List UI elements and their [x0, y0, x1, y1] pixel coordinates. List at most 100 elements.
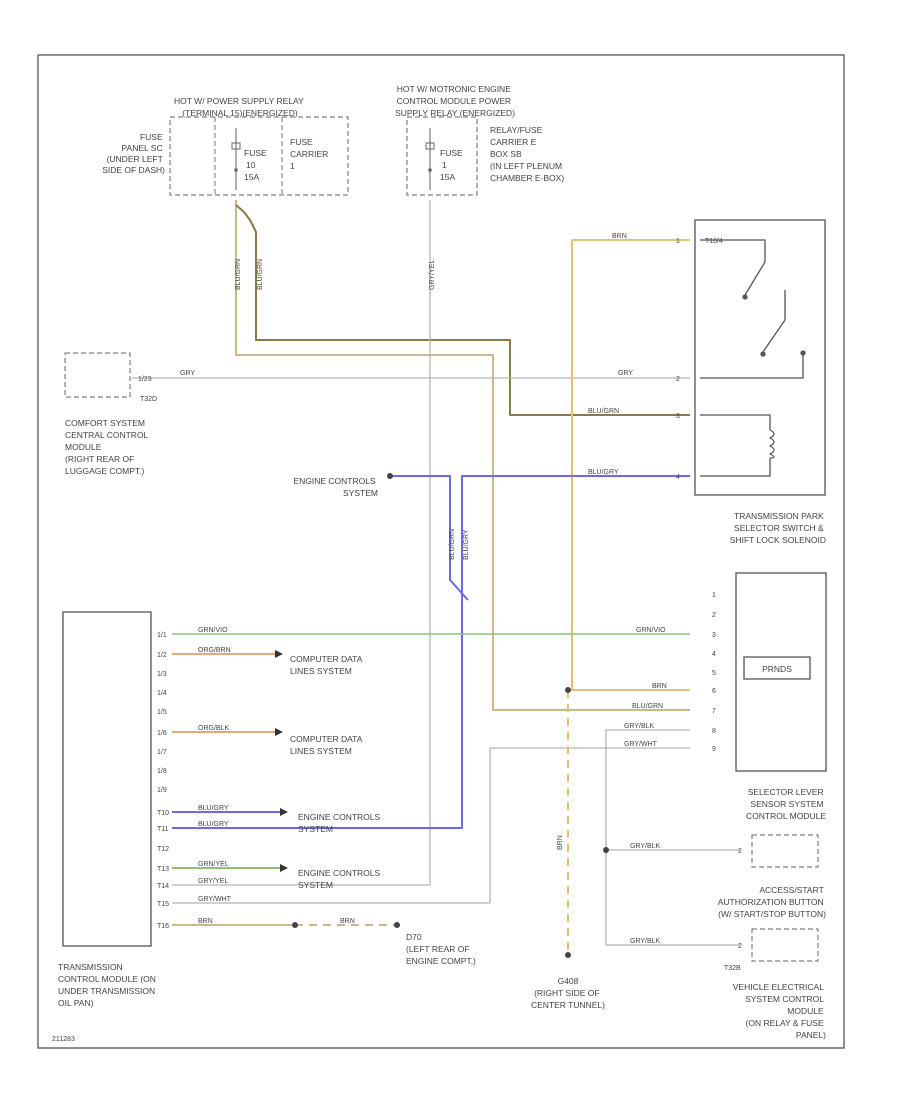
wl-tcm13: GRN/YEL — [198, 861, 229, 868]
wl-sel-blugrn: BLU/GRN — [632, 703, 663, 710]
wl-comfort-left: GRY — [180, 370, 195, 377]
comp1-line-1: COMPUTER DATA — [290, 654, 363, 664]
svg-text:ENGINE CONTROLS SYSTEM: ENGINE CONTROLS SYSTEM — [298, 812, 383, 834]
tps-label-3: SHIFT LOCK SOLENOID — [730, 535, 826, 545]
svg-text:COMPUTER DATA LINES SYST: COMPUTER DATA LINES SYSTEM — [290, 734, 364, 756]
sel-box — [735, 572, 827, 772]
wire-gry-yel-vertical — [172, 200, 431, 886]
svg-text:TRANSMISSION CONTROL MOD: TRANSMISSION CONTROL MODULE (ON UNDER TR… — [58, 962, 158, 1008]
svg-text:HOT W/ POWER SUPPLY RELAY: HOT W/ POWER SUPPLY RELAY (TERMINAL 15)(… — [174, 96, 306, 118]
fuse-carrier-line-2: CARRIER — [290, 149, 328, 159]
button-pin: 2 — [738, 848, 742, 855]
wire-labels: BLU/GRN BLU/GRN GRY/YEL GRY GRY BRN BLU/… — [180, 233, 667, 945]
svg-text:SELECTOR LEVER SENSOR SY: SELECTOR LEVER SENSOR SYSTEM CONTROL MOD… — [746, 787, 826, 821]
tcm-label-1: TRANSMISSION — [58, 962, 123, 972]
ground2-label-2: CENTER TUNNEL) — [531, 1000, 605, 1010]
svg-text:ENGINE CONTROLS SYSTEM: ENGINE CONTROLS SYSTEM — [298, 868, 383, 890]
fuse1-line-2: 10 — [246, 160, 256, 170]
wire-tan-1 — [235, 200, 690, 711]
diagram-frame — [37, 54, 845, 1049]
tps-switch-symbol — [700, 239, 806, 477]
wl-vec: GRY/BLK — [630, 938, 661, 945]
eng2-line-2: SYSTEM — [298, 880, 333, 890]
tcm-label-2: CONTROL MODULE (ON — [58, 974, 156, 984]
relay-carrier-line-3: BOX SB — [490, 149, 522, 159]
ground-d70: D70 (LEFT REAR OF ENGINE COMPT.) — [292, 922, 476, 966]
ground2-label-1: (RIGHT SIDE OF — [534, 988, 600, 998]
button-box — [751, 834, 819, 868]
tps-pin-4: 4 — [676, 474, 680, 481]
wl-sel-gryblk: GRY/BLK — [624, 723, 655, 730]
engine-top-line-2: SYSTEM — [343, 488, 378, 498]
selector-lever-module: PRNDS 1 2 3 4 5 6 7 8 9 SELECTOR LEVER S… — [712, 572, 827, 821]
arrow-eng1 — [280, 808, 288, 816]
relay1-header-line-1: HOT W/ POWER SUPPLY RELAY — [174, 96, 304, 106]
svg-text:ACCESS/START AUTHORIZATI: ACCESS/START AUTHORIZATION BUTTON (W/ ST… — [718, 885, 826, 919]
tcm-pin-6: 1/6 — [157, 730, 167, 737]
relay2-header-line-3: SUPPLY RELAY (ENERGIZED) — [395, 108, 515, 118]
tps-pins: 1 2 3 4 — [676, 238, 680, 481]
ground1-label-2: ENGINE COMPT.) — [406, 956, 476, 966]
tcm-pin-4: 1/4 — [157, 690, 167, 697]
relay2-header-line-1: HOT W/ MOTRONIC ENGINE — [397, 84, 511, 94]
tps-pin-3: 3 — [676, 413, 680, 420]
fuse-panel-box — [169, 116, 349, 196]
fuse-panel-line-1: FUSE — [140, 132, 163, 142]
tcm-pin-10: T10 — [157, 810, 169, 817]
sel-pin-1: 1 — [712, 592, 716, 599]
tcm-pins: 1/1 1/2 1/3 1/4 1/5 1/6 1/7 1/8 1/9 T10 … — [157, 632, 169, 930]
button-label-2: AUTHORIZATION BUTTON — [718, 897, 824, 907]
fuse-1-symbol — [425, 128, 435, 190]
relay-carrier-box — [406, 116, 478, 196]
eng1-line-2: SYSTEM — [298, 824, 333, 834]
wl-tcm14: GRY/YEL — [198, 878, 228, 885]
transmission-park-switch: 1 2 3 4 T10/4 TRANSMISSION PARK SELECTOR… — [676, 219, 826, 545]
relay-carrier-line-2: CARRIER E — [490, 137, 537, 147]
vehicle-electrical-module: 2 T32B VEHICLE ELECTRICAL SYSTEM CONTROL… — [724, 928, 826, 1040]
wire-blu-top — [392, 475, 469, 601]
solenoid-coil-symbol — [768, 429, 775, 459]
tcm-pin-5: 1/5 — [157, 709, 167, 716]
footer-id: 211283 — [52, 1036, 75, 1043]
tcm-pin-8: 1/8 — [157, 768, 167, 775]
ground1-label-1: (LEFT REAR OF — [406, 944, 470, 954]
fuse-panel-line-3: (UNDER LEFT — [107, 154, 163, 164]
wl-ground-vert: BRN — [557, 835, 564, 850]
svg-text:FUSE CARRIER 1: FUSE CARRIER 1 — [290, 137, 331, 171]
tcm-box — [62, 611, 152, 947]
vec-box — [751, 928, 819, 962]
tcm-pin-3: 1/3 — [157, 671, 167, 678]
tcm-pin-9: 1/9 — [157, 787, 167, 794]
sel-label-2: SENSOR SYSTEM — [750, 799, 823, 809]
sel-pin-4: 4 — [712, 651, 716, 658]
comfort-label-2: CENTRAL CONTROL — [65, 430, 149, 440]
relay1-header-line-2: (TERMINAL 15)(ENERGIZED) — [182, 108, 298, 118]
wl-tcm1: GRN/VIO — [198, 627, 228, 634]
sel-label-1: SELECTOR LEVER — [748, 787, 824, 797]
tcm-pin-15: T15 — [157, 901, 169, 908]
comp2-line-2: LINES SYSTEM — [290, 746, 352, 756]
fuse-carrier-line-3: 1 — [290, 161, 295, 171]
wl-tcm6: ORG/BLK — [198, 725, 229, 732]
svg-text:COMPUTER DATA LINES SYST: COMPUTER DATA LINES SYSTEM — [290, 654, 364, 676]
engine-top-line-1: ENGINE CONTROLS — [293, 476, 376, 486]
wire-brn-tps — [571, 239, 690, 691]
tps-pin-1: 1 — [676, 238, 680, 245]
tcm-label-4: OIL PAN) — [58, 998, 94, 1008]
svg-text:RELAY/FUSE CARRIER E: RELAY/FUSE CARRIER E BOX SB (IN LEFT PLE… — [490, 125, 564, 183]
vec-label-5: PANEL) — [796, 1030, 826, 1040]
wl-vert-blu2: BLU/GRY — [463, 529, 470, 560]
wl-tan1: BLU/GRN — [235, 259, 242, 290]
svg-text:FUSE 10 15A: FUSE 10 15A — [244, 148, 269, 182]
motronic-relay-section: HOT W/ MOTRONIC ENGINE CONTROL MODULE PO… — [395, 84, 564, 196]
comfort-label-3: MODULE — [65, 442, 102, 452]
wl-g-gnd: BRN — [340, 918, 355, 925]
tps-pin-2: 2 — [676, 376, 680, 383]
svg-text:TRANSMISSION PARK SELECT: TRANSMISSION PARK SELECTOR SWITCH & SHIF… — [730, 511, 826, 545]
sel-display: PRNDS — [762, 664, 792, 674]
comp2-line-1: COMPUTER DATA — [290, 734, 363, 744]
arrow-comp1 — [275, 650, 283, 658]
wl-sel-right1: GRN/VIO — [636, 627, 666, 634]
sel-display-box — [743, 656, 811, 680]
wl-btn: GRY/BLK — [630, 843, 661, 850]
